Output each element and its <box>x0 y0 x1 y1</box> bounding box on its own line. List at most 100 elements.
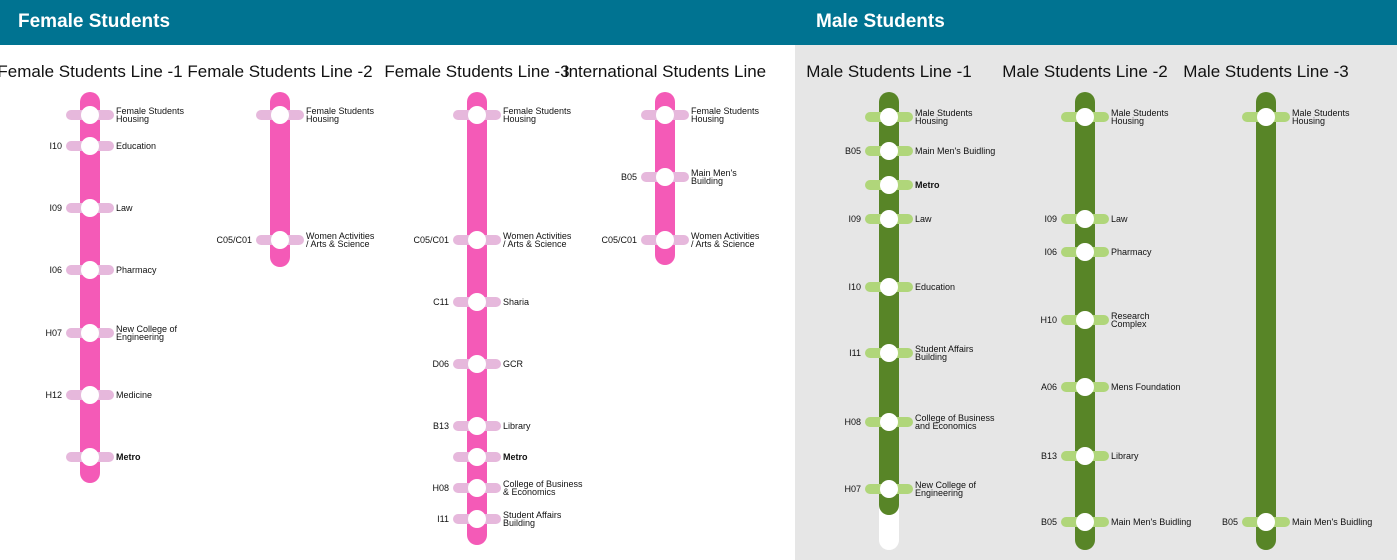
station-code: I10 <box>49 141 62 151</box>
station-marker[interactable] <box>81 261 99 279</box>
station-stub-left <box>865 484 887 494</box>
station-stub-right <box>92 265 114 275</box>
station-marker[interactable] <box>880 210 898 228</box>
station-stub-left <box>256 110 278 120</box>
station-marker[interactable] <box>468 355 486 373</box>
line-track <box>80 92 100 483</box>
station-marker[interactable] <box>880 480 898 498</box>
station-marker[interactable] <box>271 106 289 124</box>
station-marker[interactable] <box>468 106 486 124</box>
station-code: B05 <box>1221 517 1238 527</box>
station-stub-left <box>1061 451 1083 461</box>
station-marker[interactable] <box>468 510 486 528</box>
station-code: H10 <box>1040 315 1057 325</box>
station-name: Sharia <box>503 297 530 307</box>
station-name: Female Students Housing <box>691 106 760 124</box>
station-stub-right <box>1087 214 1109 224</box>
station-name: College of Business & Economics <box>503 479 583 497</box>
station-marker[interactable] <box>656 106 674 124</box>
station-marker[interactable] <box>656 168 674 186</box>
station-code: D06 <box>432 359 449 369</box>
station-marker[interactable] <box>656 231 674 249</box>
station-stub-left <box>641 110 663 120</box>
station-marker[interactable] <box>468 231 486 249</box>
station-stub-right <box>479 483 501 493</box>
station-name: Medicine <box>116 390 153 400</box>
station-stub-left <box>66 390 88 400</box>
station-marker[interactable] <box>81 137 99 155</box>
station-stub-right <box>1268 112 1290 122</box>
station-stub-left <box>865 180 887 190</box>
station-code: I11 <box>849 348 861 358</box>
station-stub-right <box>891 484 913 494</box>
station-code: H07 <box>45 328 62 338</box>
station-stub-left <box>453 110 475 120</box>
station-name: Main Men's Buidling <box>1292 517 1373 527</box>
station-marker[interactable] <box>1076 210 1094 228</box>
station-code: I06 <box>1044 247 1057 257</box>
station-stub-right <box>1087 247 1109 257</box>
station-stub-left <box>453 514 475 524</box>
station-marker[interactable] <box>468 293 486 311</box>
station-stub-right <box>1268 517 1290 527</box>
station-marker[interactable] <box>468 479 486 497</box>
station-marker[interactable] <box>880 344 898 362</box>
station-marker[interactable] <box>81 106 99 124</box>
station-stub-right <box>479 514 501 524</box>
station-stub-left <box>66 328 88 338</box>
station-name: Student Affairs Building <box>503 510 562 528</box>
station-name: Female Students Housing <box>503 106 572 124</box>
station-marker[interactable] <box>271 231 289 249</box>
station-stub-right <box>667 110 689 120</box>
station-marker[interactable] <box>468 417 486 435</box>
station-marker[interactable] <box>880 176 898 194</box>
station-marker[interactable] <box>468 448 486 466</box>
station-marker[interactable] <box>880 142 898 160</box>
station-stub-right <box>92 203 114 213</box>
station-stub-right <box>891 417 913 427</box>
station-stub-left <box>66 110 88 120</box>
station-marker[interactable] <box>1076 311 1094 329</box>
station-stub-left <box>865 146 887 156</box>
station-marker[interactable] <box>1257 108 1275 126</box>
station-name: Metro <box>915 180 940 190</box>
station-marker[interactable] <box>81 448 99 466</box>
station-code: I09 <box>49 203 62 213</box>
station-name: Female Students Housing <box>306 106 375 124</box>
station-name: GCR <box>503 359 523 369</box>
station-marker[interactable] <box>880 108 898 126</box>
station-name: Student Affairs Building <box>915 344 974 362</box>
station-marker[interactable] <box>1076 513 1094 531</box>
station-marker[interactable] <box>1076 108 1094 126</box>
station-code: C05/C01 <box>413 235 449 245</box>
station-stub-right <box>479 359 501 369</box>
station-stub-right <box>92 328 114 338</box>
station-code: B13 <box>1040 451 1057 461</box>
station-stub-right <box>479 421 501 431</box>
station-name: Law <box>116 203 133 213</box>
station-stub-right <box>1087 315 1109 325</box>
station-code: C11 <box>433 297 449 307</box>
line-title: International Students Line <box>563 62 767 81</box>
station-marker[interactable] <box>81 386 99 404</box>
line-title: Male Students Line -1 <box>806 62 972 81</box>
station-stub-right <box>92 110 114 120</box>
station-marker[interactable] <box>1257 513 1275 531</box>
station-marker[interactable] <box>1076 243 1094 261</box>
station-marker[interactable] <box>81 199 99 217</box>
female-section-title: Female Students <box>18 11 171 32</box>
station-stub-left <box>1061 382 1083 392</box>
station-stub-right <box>891 180 913 190</box>
station-name: Law <box>915 214 932 224</box>
station-code: I06 <box>49 265 62 275</box>
station-name: Education <box>116 141 157 151</box>
station-code: B05 <box>1040 517 1057 527</box>
station-code: H07 <box>844 484 861 494</box>
station-name: Women Activities / Arts & Science <box>691 231 760 249</box>
station-marker[interactable] <box>1076 447 1094 465</box>
station-name: Women Activities / Arts & Science <box>306 231 375 249</box>
station-marker[interactable] <box>880 278 898 296</box>
station-marker[interactable] <box>81 324 99 342</box>
station-marker[interactable] <box>1076 378 1094 396</box>
station-marker[interactable] <box>880 413 898 431</box>
